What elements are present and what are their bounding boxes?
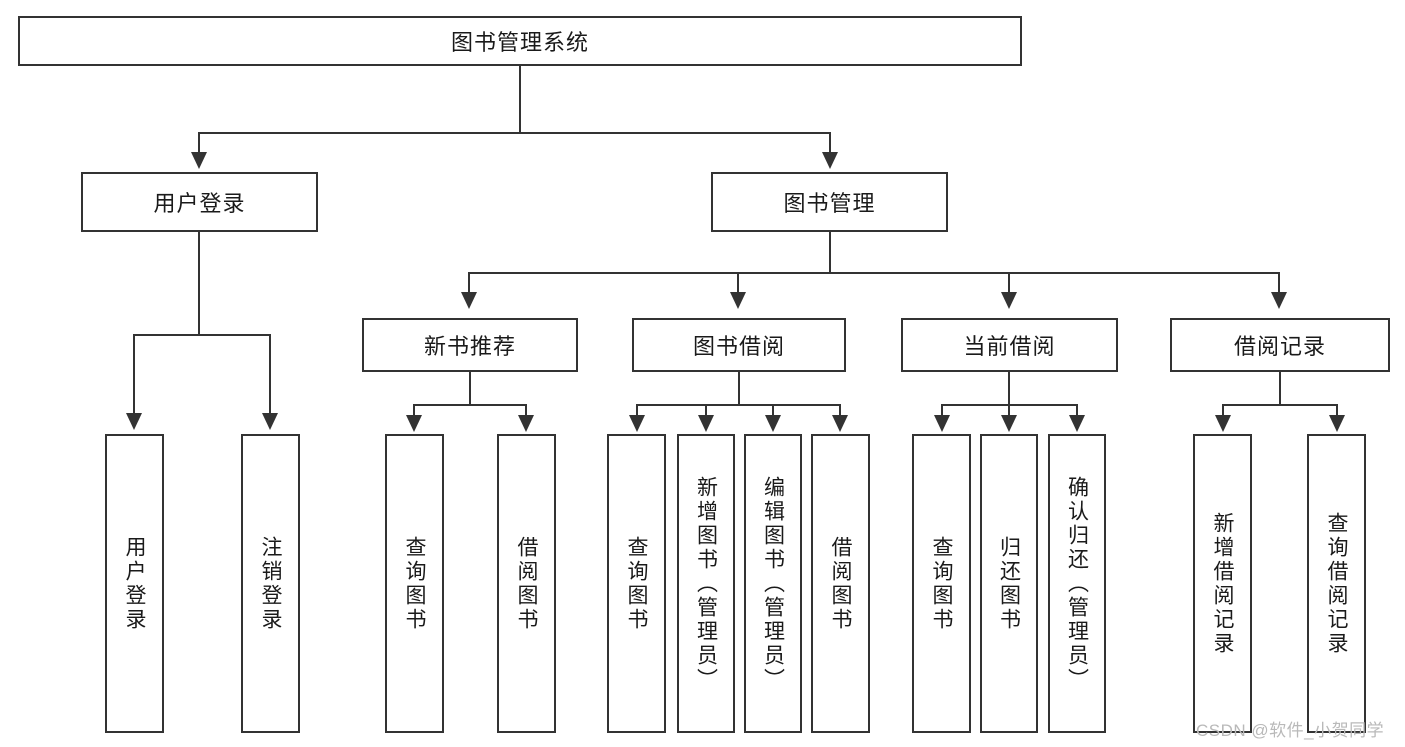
leaf-query-book-2[interactable]: 查询图书 — [607, 434, 666, 733]
leaf-query-book-3-label: 查询图书 — [930, 535, 953, 632]
node-root[interactable]: 图书管理系统 — [18, 16, 1022, 66]
node-borrow-record-label: 借阅记录 — [1233, 334, 1326, 359]
connector-book-manage-to-book-borrow — [737, 272, 739, 294]
connector-book-manage-to-borrow-record — [1278, 272, 1280, 294]
connector-new-book-rec-leaf1 — [413, 404, 415, 417]
leaf-user-login[interactable]: 用户登录 — [105, 434, 164, 733]
connector-book-manage-to-new-book-rec — [468, 272, 470, 294]
leaf-add-record-label: 新增借阅记录 — [1211, 511, 1234, 656]
arrowhead-book-manage-to-current-borrow — [1001, 292, 1017, 309]
connector-book-borrow-leaf4 — [839, 404, 841, 417]
arrowhead-book-borrow-leaf2 — [698, 415, 714, 432]
leaf-query-record-label: 查询借阅记录 — [1325, 511, 1348, 656]
arrowhead-user-login-leaf1 — [126, 413, 142, 430]
connector-user-login-bus — [133, 334, 269, 336]
node-user-login-label: 用户登录 — [153, 191, 246, 216]
connector-user-login-leaf2 — [269, 334, 271, 415]
connector-borrow-record-bus — [1222, 404, 1338, 406]
connector-book-borrow-leaf2 — [705, 404, 707, 417]
connector-user-login-leaf1 — [133, 334, 135, 415]
connector-current-borrow-leaf3 — [1076, 404, 1078, 417]
leaf-add-record[interactable]: 新增借阅记录 — [1193, 434, 1252, 733]
node-root-label: 图书管理系统 — [450, 30, 589, 55]
connector-book-borrow-stem — [738, 372, 740, 406]
leaf-add-book[interactable]: 新增图书（管理员） — [677, 434, 735, 733]
node-borrow-record[interactable]: 借阅记录 — [1170, 318, 1390, 372]
leaf-borrow-book-2[interactable]: 借阅图书 — [811, 434, 870, 733]
arrowhead-current-borrow-leaf3 — [1069, 415, 1085, 432]
leaf-query-book-1[interactable]: 查询图书 — [385, 434, 444, 733]
connector-book-borrow-leaf3 — [772, 404, 774, 417]
leaf-return-book[interactable]: 归还图书 — [980, 434, 1038, 733]
connector-borrow-record-leaf1 — [1222, 404, 1224, 417]
leaf-logout-label: 注销登录 — [259, 535, 282, 632]
connector-user-login-stem — [198, 232, 200, 336]
connector-borrow-record-leaf2 — [1336, 404, 1338, 417]
connector-book-manage-to-current-borrow — [1008, 272, 1010, 294]
connector-root-to-book-manage — [829, 132, 831, 154]
arrowhead-book-borrow-leaf1 — [629, 415, 645, 432]
node-current-borrow[interactable]: 当前借阅 — [901, 318, 1118, 372]
node-new-book-rec-label: 新书推荐 — [423, 334, 516, 359]
leaf-query-book-3[interactable]: 查询图书 — [912, 434, 971, 733]
leaf-edit-book[interactable]: 编辑图书（管理员） — [744, 434, 802, 733]
connector-book-manage-bus — [468, 272, 1280, 274]
connector-root-bus — [198, 132, 831, 134]
leaf-query-record[interactable]: 查询借阅记录 — [1307, 434, 1366, 733]
leaf-confirm-return[interactable]: 确认归还（管理员） — [1048, 434, 1106, 733]
leaf-edit-book-label: 编辑图书（管理员） — [761, 475, 785, 692]
connector-book-manage-stem — [829, 232, 831, 274]
connector-root-to-user-login — [198, 132, 200, 154]
leaf-query-book-1-label: 查询图书 — [403, 535, 426, 632]
leaf-confirm-return-label: 确认归还（管理员） — [1065, 475, 1089, 692]
arrowhead-user-login-leaf2 — [262, 413, 278, 430]
leaf-logout[interactable]: 注销登录 — [241, 434, 300, 733]
connector-current-borrow-stem — [1008, 372, 1010, 406]
connector-new-book-rec-leaf2 — [525, 404, 527, 417]
leaf-return-book-label: 归还图书 — [997, 535, 1021, 632]
arrowhead-current-borrow-leaf2 — [1001, 415, 1017, 432]
leaf-borrow-book-2-label: 借阅图书 — [829, 535, 852, 632]
arrowhead-new-book-rec-leaf1 — [406, 415, 422, 432]
arrowhead-book-manage-to-new-book-rec — [461, 292, 477, 309]
node-new-book-rec[interactable]: 新书推荐 — [362, 318, 578, 372]
connector-borrow-record-stem — [1279, 372, 1281, 406]
node-current-borrow-label: 当前借阅 — [963, 334, 1056, 359]
leaf-borrow-book-1[interactable]: 借阅图书 — [497, 434, 556, 733]
node-book-manage-label: 图书管理 — [783, 191, 876, 216]
connector-current-borrow-leaf1 — [941, 404, 943, 417]
leaf-user-login-label: 用户登录 — [123, 535, 146, 632]
connector-new-book-rec-bus — [413, 404, 527, 406]
arrowhead-root-to-book-manage — [822, 152, 838, 169]
node-book-borrow[interactable]: 图书借阅 — [632, 318, 846, 372]
arrowhead-root-to-user-login — [191, 152, 207, 169]
connector-root-stem — [519, 66, 521, 133]
arrowhead-book-borrow-leaf4 — [832, 415, 848, 432]
node-user-login[interactable]: 用户登录 — [81, 172, 318, 232]
arrowhead-new-book-rec-leaf2 — [518, 415, 534, 432]
arrowhead-borrow-record-leaf2 — [1329, 415, 1345, 432]
arrowhead-book-manage-to-borrow-record — [1271, 292, 1287, 309]
arrowhead-current-borrow-leaf1 — [934, 415, 950, 432]
arrowhead-book-manage-to-book-borrow — [730, 292, 746, 309]
connector-new-book-rec-stem — [469, 372, 471, 406]
connector-book-borrow-bus — [636, 404, 841, 406]
csdn-watermark: CSDN @软件_小贺同学 — [1196, 721, 1385, 740]
connector-current-borrow-leaf2 — [1008, 404, 1010, 417]
node-book-borrow-label: 图书借阅 — [692, 334, 785, 359]
leaf-query-book-2-label: 查询图书 — [625, 535, 648, 632]
node-book-manage[interactable]: 图书管理 — [711, 172, 948, 232]
arrowhead-borrow-record-leaf1 — [1215, 415, 1231, 432]
leaf-borrow-book-1-label: 借阅图书 — [515, 535, 538, 632]
arrowhead-book-borrow-leaf3 — [765, 415, 781, 432]
leaf-add-book-label: 新增图书（管理员） — [694, 475, 718, 692]
connector-book-borrow-leaf1 — [636, 404, 638, 417]
